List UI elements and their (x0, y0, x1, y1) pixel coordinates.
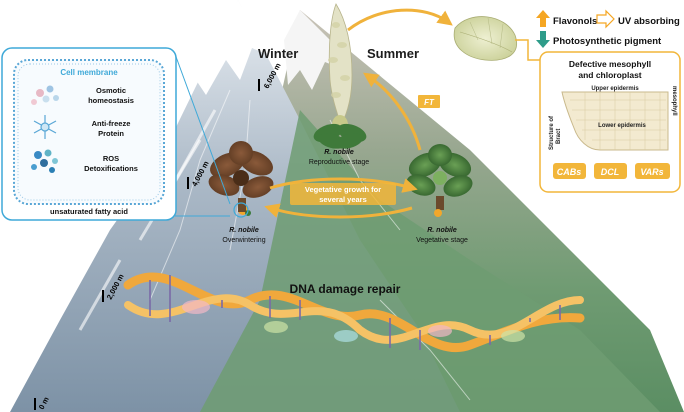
lower-epidermis-label: Lower epidermis (598, 123, 646, 129)
vegetative-species-label: R. nobile (427, 227, 457, 234)
tag-dcl (594, 163, 627, 179)
left-snowcap (196, 0, 268, 95)
cell-grid (570, 92, 666, 150)
overwintering-stage-label: Overwintering (222, 237, 265, 244)
tag-vars (635, 163, 670, 179)
ros-icon (31, 149, 58, 173)
right-snowcap (284, 10, 345, 90)
tag-cabs-label: CABs (557, 167, 582, 177)
reproductive-stage-label: Reproductive stage (309, 159, 369, 166)
flowering-stalk-image (313, 3, 367, 149)
cell-membrane-title: Cell membrane (60, 68, 118, 77)
down-arrow-icon (536, 31, 550, 48)
bract-title-line2: and chloroplast (578, 70, 641, 80)
season-summer-label: Summer (367, 46, 419, 61)
overwintering-plant-image (208, 141, 274, 216)
season-winter-label: Winter (258, 46, 298, 61)
up-arrow-icon (536, 10, 550, 27)
osmotic-icon (31, 85, 59, 105)
vegetative-stage-label: Vegetative stage (416, 237, 468, 244)
stalk-to-bract-arrow (347, 8, 453, 32)
reproductive-species-label: R. nobile (324, 149, 354, 156)
structure-label-line2: Bract (556, 129, 562, 144)
fatty-acid-label: unsaturated fatty acid (50, 207, 128, 216)
osmotic-label-line2: homeostasis (88, 96, 134, 105)
tag-cabs (553, 163, 586, 179)
dna-repair-label: DNA damage repair (290, 282, 401, 296)
bract-structure-panel: Defective mesophyll and chloroplast Uppe… (539, 51, 681, 193)
antifreeze-label-line1: Anti-freeze (92, 119, 131, 128)
overwintering-species-label: R. nobile (229, 227, 259, 234)
ros-label-line1: ROS (103, 154, 119, 163)
uv-absorbing-label: UV absorbing (618, 16, 680, 27)
structure-label-line1: Structure of (549, 115, 555, 150)
zoom-connectors (174, 53, 249, 218)
tag-dcl-label: DCL (601, 167, 620, 177)
flavonols-label: Flavonols (553, 16, 597, 27)
cell-membrane-panel: Cell membrane Osmotic homeostasis Anti-f… (1, 47, 177, 221)
ft-arrow: FT (363, 72, 440, 151)
bract-leaf-image (453, 16, 517, 61)
tag-vars-label: VARs (640, 167, 663, 177)
pigment-label: Photosynthetic pigment (553, 36, 662, 47)
right-arrow-icon (596, 9, 615, 29)
bract-title-line1: Defective mesophyll (569, 59, 651, 69)
antifreeze-label-line2: Protein (98, 129, 124, 138)
upper-epidermis-label: Upper epidermis (591, 86, 639, 92)
ros-label-line2: Detoxifications (84, 164, 138, 173)
bract-connector-line (515, 39, 540, 61)
vegetative-growth-label-line2: several years (319, 195, 367, 204)
antifreeze-icon (33, 115, 57, 139)
dna-helix-image (123, 272, 585, 352)
ft-label: FT (424, 98, 435, 107)
vegetative-growth-label-line1: Vegetative growth for (305, 185, 381, 194)
flavonols-legend: Flavonols UV absorbing (536, 9, 680, 29)
osmotic-label-line1: Osmotic (96, 86, 126, 95)
pigment-legend: Photosynthetic pigment (536, 31, 662, 48)
vegetative-growth-cycle: Vegetative growth for several years (264, 177, 418, 219)
mesophyll-label: mesophyll (671, 86, 677, 116)
